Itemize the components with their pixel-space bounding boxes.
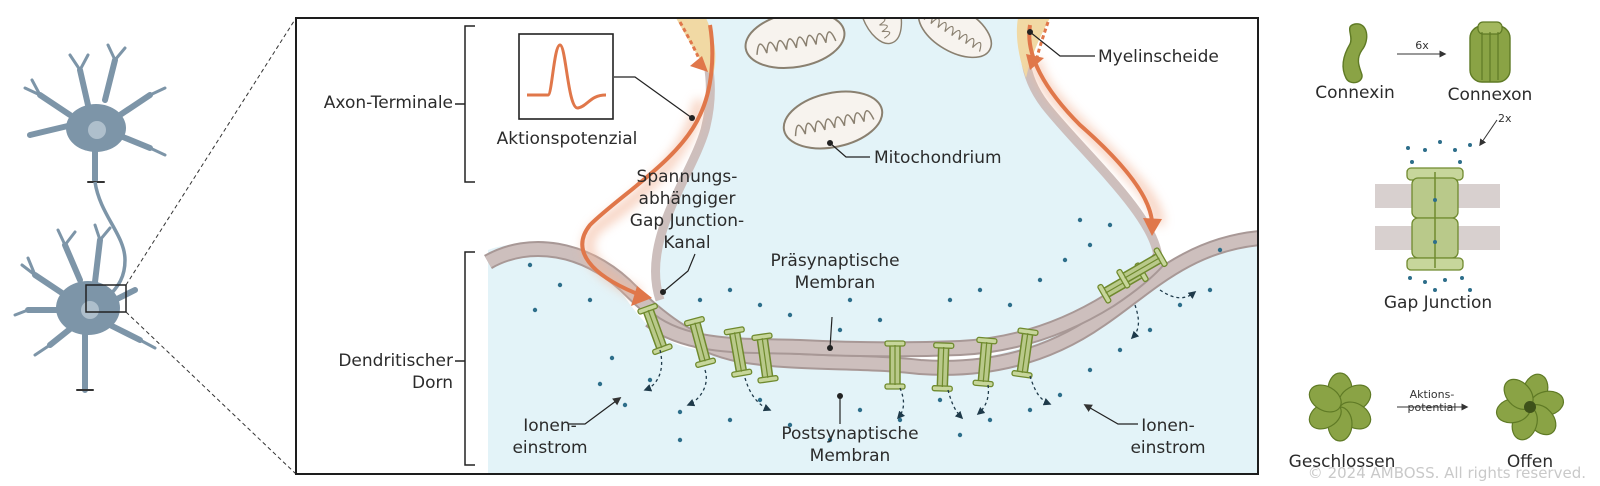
presynaptic-line-1: Präsynaptische (770, 251, 900, 271)
dendritic-line-1: Dendritischer (338, 351, 453, 371)
closed-state-label: Geschlossen (1288, 452, 1396, 472)
ion-influx-left-label: Ionen- einstrom (500, 415, 600, 459)
upper-neuron (23, 43, 167, 183)
ion-right-line-2: einstrom (1130, 438, 1206, 458)
mitochondrium-label: Mitochondrium (874, 148, 1002, 168)
presynaptic-line-2: Membran (794, 273, 876, 293)
trigger-line-1: Aktions- (1409, 388, 1455, 401)
ion-influx-right-label: Ionen- einstrom (1118, 415, 1218, 459)
postsynaptic-line-1: Postsynaptische (781, 424, 919, 444)
copyright-notice: © 2024 AMBOSS. All rights reserved. (1307, 464, 1586, 482)
voltage-gated-line-3: Gap Junction- (629, 211, 745, 231)
axon-terminal-label: Axon-Terminale (323, 93, 453, 113)
zoom-box (85, 284, 127, 313)
gap-junction-icon (1375, 140, 1500, 292)
postsynaptic-membrane-label: Postsynaptische Membran (770, 423, 930, 467)
action-potential-curve (527, 43, 607, 110)
factor-2x-label: 2x (1498, 112, 1512, 125)
open-channel-icon (1485, 363, 1575, 451)
dendritic-spine-label: Dendritischer Dorn (300, 350, 453, 394)
ions (527, 217, 1223, 443)
assembly-panel (1303, 21, 1575, 451)
signal-path-right (1027, 24, 1154, 223)
voltage-gated-line-4: Kanal (663, 233, 711, 253)
factor-6x-label: 6x (1415, 39, 1429, 52)
action-potential-label: Aktionspotenzial (496, 129, 638, 149)
signal-path-left (580, 24, 715, 297)
neuron-overview (13, 17, 297, 475)
ion-left-line-1: Ionen- (523, 416, 577, 436)
voltage-gated-channel-label: Spannungs- abhängiger Gap Junction- Kana… (612, 166, 762, 254)
ion-left-line-2: einstrom (512, 438, 588, 458)
open-state-label: Offen (1506, 452, 1554, 472)
connexon-label: Connexon (1447, 85, 1533, 105)
voltage-gated-line-1: Spannungs- (636, 167, 738, 187)
postsynaptic-line-2: Membran (809, 446, 891, 466)
connexin-icon (1342, 23, 1368, 84)
connexin-label: Connexin (1315, 83, 1395, 103)
trigger-line-2: potential (1407, 401, 1457, 414)
ion-right-line-1: Ionen- (1141, 416, 1195, 436)
gap-junction-label: Gap Junction (1383, 293, 1493, 313)
state-trigger-label: Aktions- potential (1397, 388, 1467, 414)
lower-neuron (13, 223, 157, 393)
voltage-gated-line-2: abhängiger (638, 189, 736, 209)
dendritic-line-2: Dorn (412, 373, 453, 393)
ion-flow-arrows (643, 289, 1197, 420)
myelin-label: Myelinscheide (1098, 47, 1219, 67)
synapse-panel (295, 17, 1259, 475)
connexon-icon (1469, 21, 1511, 83)
presynaptic-membrane-label: Präsynaptische Membran (755, 250, 915, 294)
closed-channel-icon (1303, 372, 1377, 442)
